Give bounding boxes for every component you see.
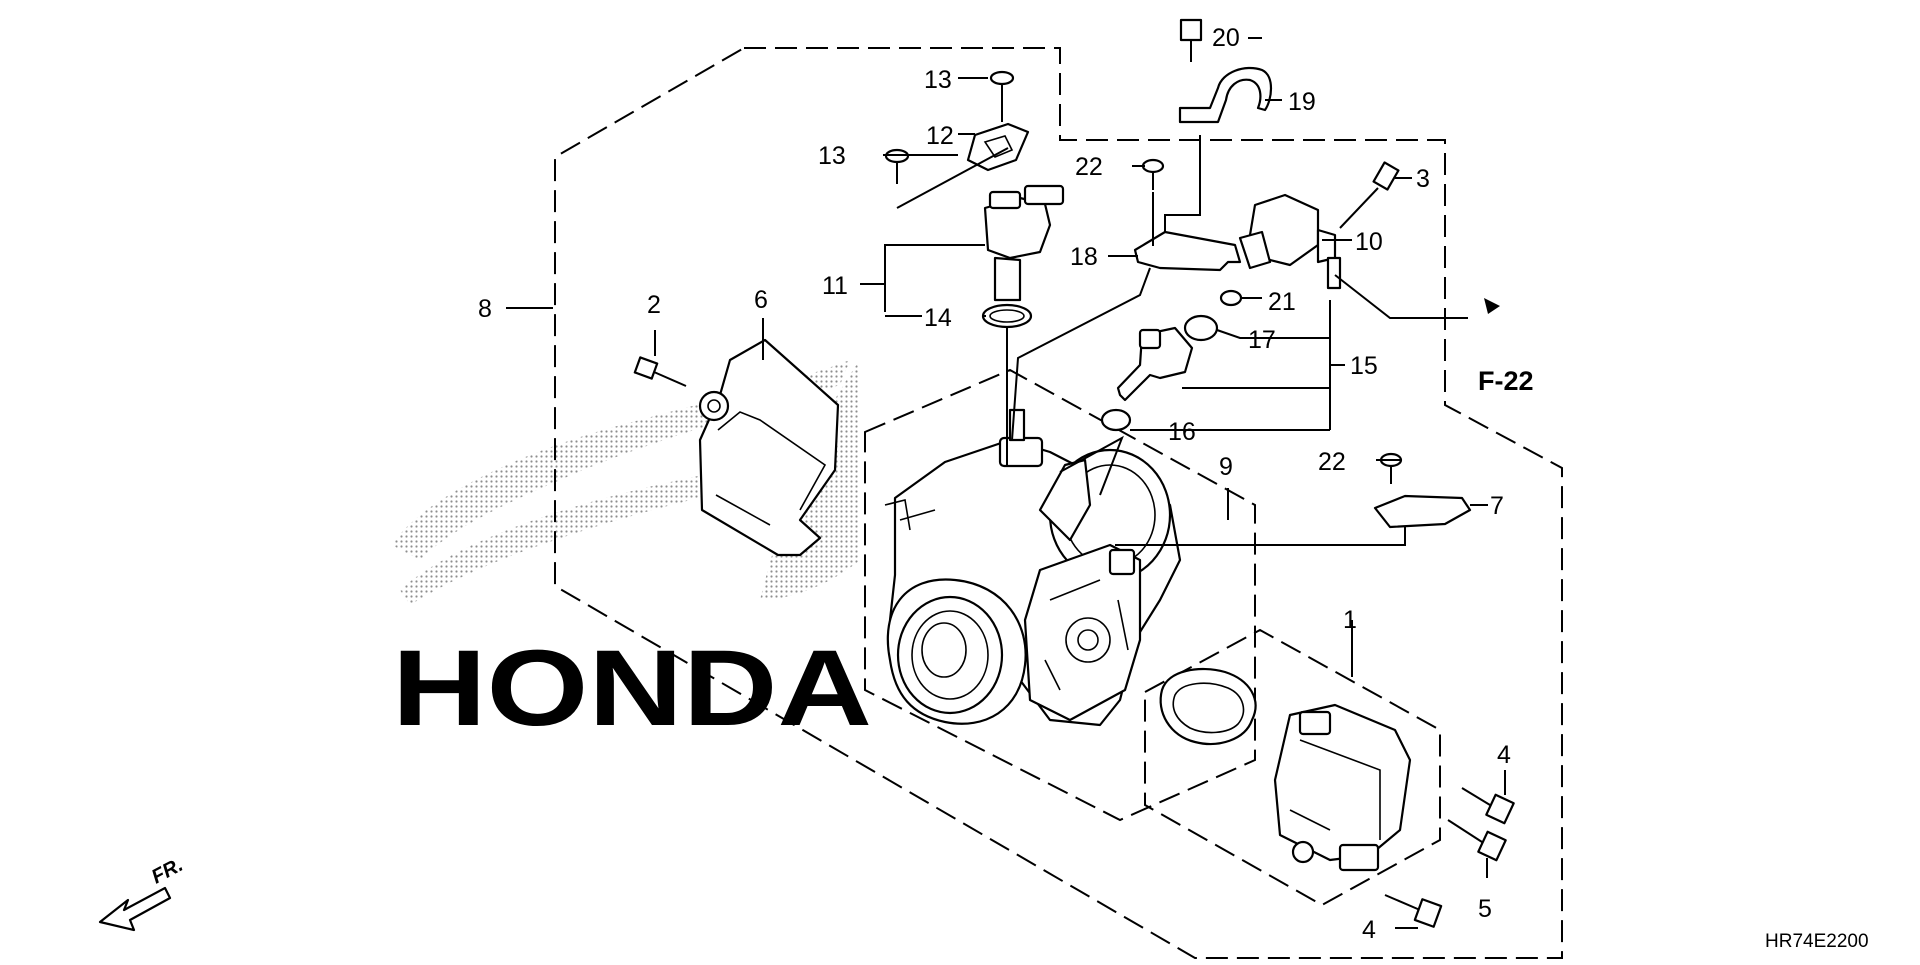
callout-11: 11 [822,272,848,300]
throttle-body [884,408,1182,727]
honda-watermark: HONDA [392,360,872,748]
stay-18 [1133,230,1242,272]
callout-6: 6 [754,286,768,314]
callout-10: 10 [1355,228,1383,256]
bolt-2 [633,356,687,387]
callout-19: 19 [1288,88,1316,116]
callout-3: 3 [1416,165,1430,193]
callout-1: 1 [1343,606,1357,634]
cover-bracket [698,338,840,557]
reference-arrow: F-22 [1478,298,1534,396]
callout-numbers: 1 2 3 4 4 5 6 7 8 9 10 11 12 13 13 14 15… [478,24,1511,944]
seal-16 [1100,408,1132,432]
assembly-9-outline [864,368,1256,822]
stay-7 [1373,494,1472,529]
callout-2: 2 [647,291,661,319]
assembly-1-outline [1144,628,1441,907]
assembly-8-outline [554,47,1563,959]
bolt-4-upper [1461,787,1515,825]
seal-17 [1183,314,1219,342]
clamp-19 [1178,66,1273,124]
throttle-position-sensor [1273,703,1412,872]
callout-9: 9 [1219,453,1233,481]
bolt-5 [1447,819,1507,862]
callout-14: 14 [924,304,952,332]
screw-22-upper [1141,158,1165,190]
callout-12: 12 [926,122,954,150]
reference-label: F-22 [1478,366,1534,396]
front-direction-marker: FR. [98,854,187,932]
wing-logo [392,360,860,605]
bolt-3 [1339,161,1400,229]
bolt-4-lower [1384,894,1443,928]
front-label: FR. [148,854,187,889]
idle-air-valve [981,184,1065,329]
watermark-text: HONDA [392,627,872,748]
callout-16: 16 [1168,418,1196,446]
callout-22-lower: 22 [1318,448,1346,476]
callout-17: 17 [1248,326,1276,354]
leader-lines [506,37,1506,929]
callout-5: 5 [1478,895,1492,923]
fuel-injector [1116,326,1194,402]
front-arrow-icon [98,886,172,932]
holder-plate [966,122,1030,172]
callout-20: 20 [1212,24,1240,52]
callout-13-upper: 13 [924,66,952,94]
callout-4-upper: 4 [1497,741,1511,769]
callout-18: 18 [1070,243,1098,271]
callout-15: 15 [1350,352,1378,380]
callout-22-upper: 22 [1075,153,1103,181]
callout-21: 21 [1268,288,1296,316]
bolt-20 [1179,18,1203,62]
pressure-regulator [1238,193,1342,290]
callout-13-lower: 13 [818,142,846,170]
o-ring-21 [1219,289,1243,307]
callout-4-lower: 4 [1362,916,1376,944]
diagram-code: HR74E2200 [1765,931,1869,952]
callout-8: 8 [478,295,492,323]
screw-22-lower [1379,452,1403,484]
callout-7: 7 [1490,492,1504,520]
